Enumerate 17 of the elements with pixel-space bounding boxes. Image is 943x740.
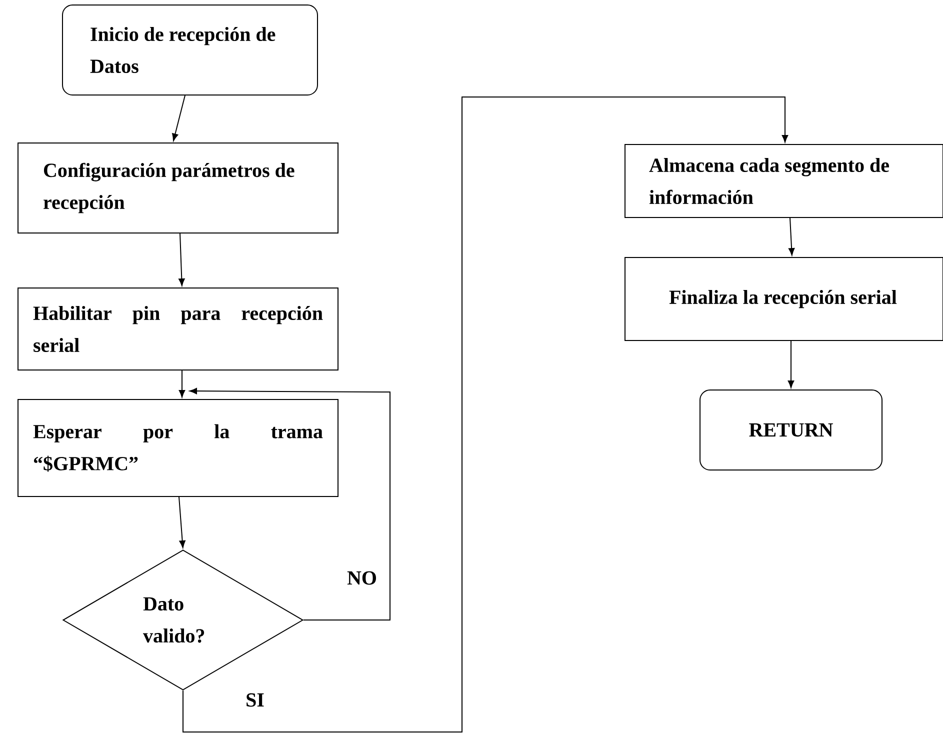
- arrow: [788, 218, 795, 256]
- arrow: [178, 233, 185, 286]
- arrow: [178, 370, 186, 398]
- process-box: Esperar por la trama “$GPRMC”: [18, 399, 338, 497]
- edge-label: NO: [345, 569, 379, 587]
- terminal-box: Inicio de recepción de Datos: [62, 4, 318, 96]
- arrow: [788, 340, 794, 388]
- terminal-box: RETURN: [700, 390, 882, 470]
- process-box: Habilitar pin para recepción serial: [18, 288, 338, 370]
- edge-label: SI: [244, 691, 266, 709]
- process-box: Configuración parámetros de recepción: [18, 142, 338, 234]
- arrow: [182, 96, 788, 732]
- arrow: [190, 388, 390, 620]
- arrow: [172, 95, 186, 142]
- process-box: Finaliza la recepción serial: [624, 257, 943, 341]
- process-box: Almacena cada segmento de información: [624, 144, 943, 218]
- arrow: [178, 496, 186, 548]
